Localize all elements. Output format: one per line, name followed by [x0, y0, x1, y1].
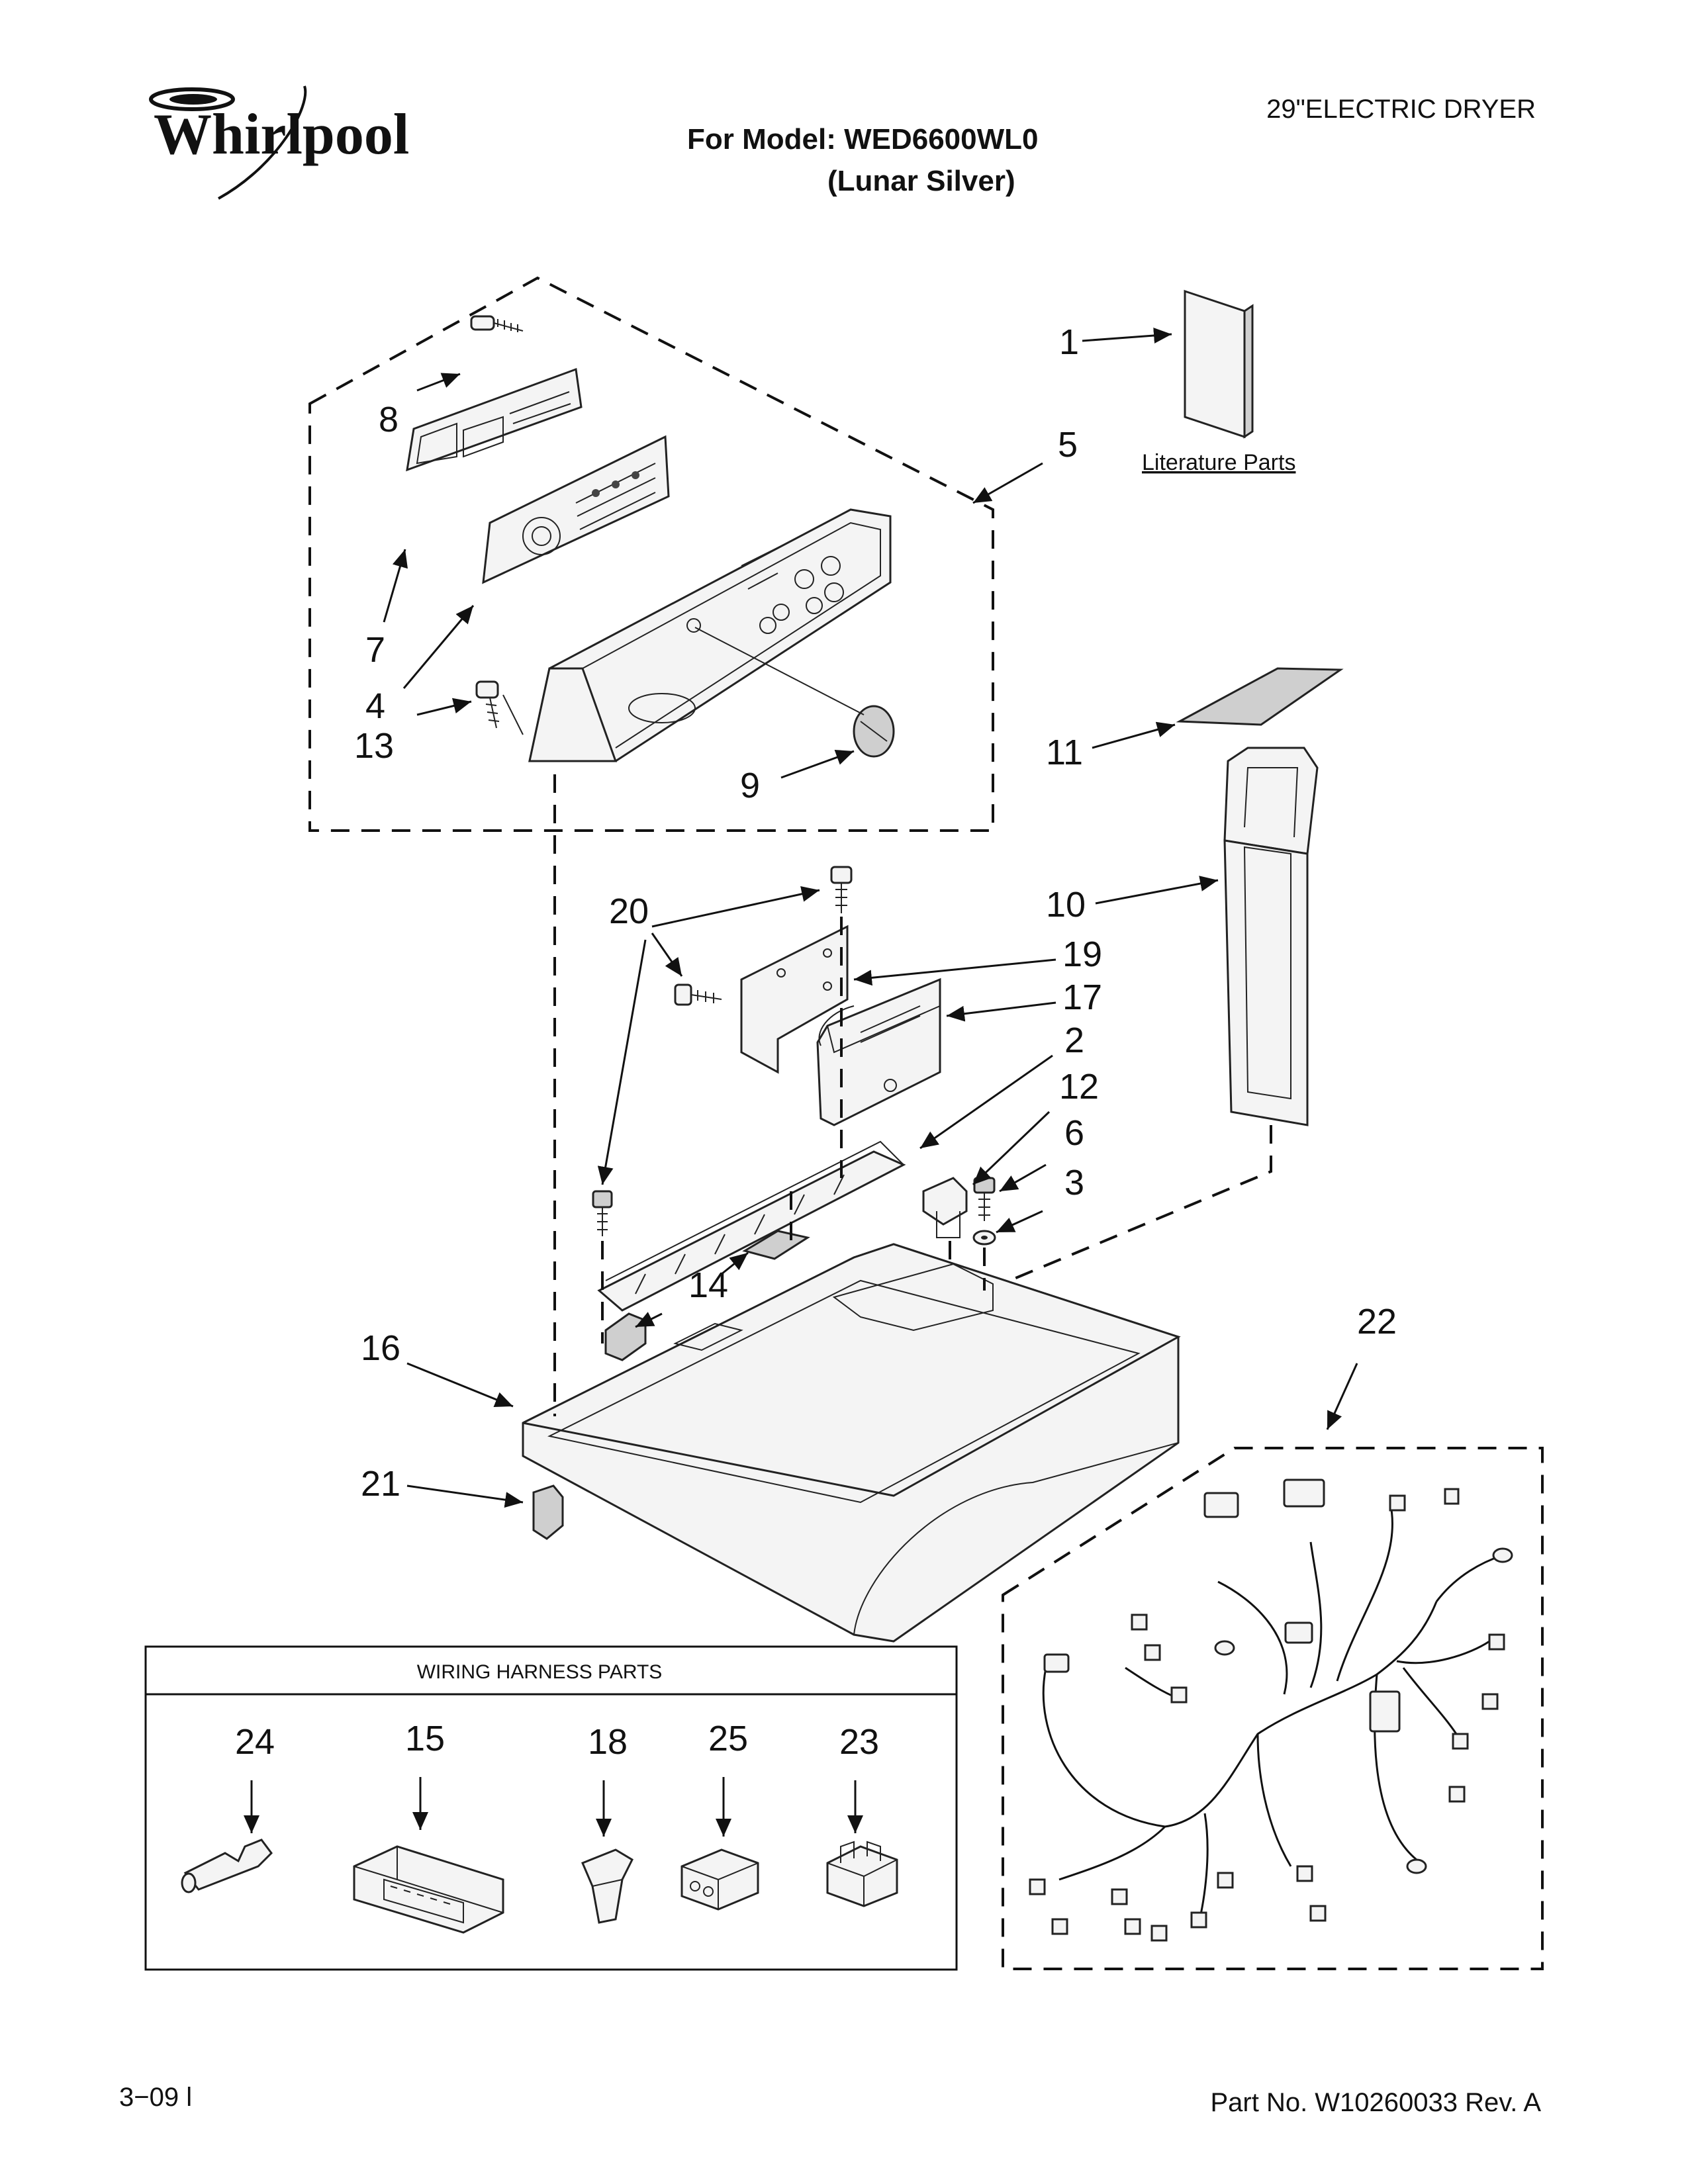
bumper-14-b [604, 1312, 647, 1361]
wiring-harness-22 [1029, 1479, 1513, 1942]
item-label-24: 24 [235, 1722, 275, 1762]
hinge-2 [597, 1140, 906, 1312]
callout-7: 7 [365, 630, 385, 670]
callout-21: 21 [361, 1464, 400, 1504]
callout-10: 10 [1046, 885, 1086, 925]
item-label-25: 25 [708, 1719, 748, 1758]
item-label-23: 23 [839, 1722, 879, 1762]
knob-9 [853, 705, 895, 758]
callout-16: 16 [361, 1328, 400, 1368]
callout-9: 9 [740, 766, 760, 805]
callout-1: 1 [1059, 322, 1079, 362]
whirlpool-logo: Whirlpool [149, 85, 409, 200]
lint-housing-10 [1223, 747, 1319, 1126]
callout-4: 4 [365, 686, 385, 726]
callout-13: 13 [354, 726, 394, 766]
harness-group-outline [1002, 1447, 1544, 1970]
assembly-lines [553, 774, 1272, 1416]
literature-label: Literature Parts [1142, 450, 1295, 475]
callout-2: 2 [1064, 1021, 1084, 1060]
callout-11: 11 [1046, 733, 1083, 772]
screw-6 [973, 1177, 996, 1221]
model-line: For Model: WED6600WL0 [687, 123, 1039, 156]
item-label-15: 15 [405, 1719, 445, 1758]
callout-8: 8 [379, 400, 399, 439]
control-17 [816, 978, 941, 1126]
lint-screen-11 [1176, 667, 1344, 726]
wiring-harness-parts-box [144, 1645, 958, 1971]
callout-17: 17 [1062, 978, 1102, 1017]
top-panel-16 [522, 1243, 1181, 1643]
clip-12 [922, 1177, 968, 1238]
callout-3: 3 [1064, 1163, 1084, 1203]
literature-parts [1184, 289, 1254, 439]
callout-6: 6 [1064, 1113, 1084, 1153]
screw-8 [470, 315, 524, 332]
connector-25 [680, 1848, 759, 1911]
footer-date: 3−09 l [119, 2083, 192, 2112]
callout-19: 19 [1062, 934, 1102, 974]
color-line: (Lunar Silver) [827, 165, 1015, 197]
wiring-box-title: WIRING HARNESS PARTS [417, 1661, 663, 1683]
callout-12: 12 [1059, 1067, 1099, 1107]
connector-23 [826, 1841, 898, 1907]
connector-15 [353, 1845, 504, 1934]
foot-21 [532, 1484, 564, 1540]
control-board-4 [482, 435, 670, 584]
washer-3 [972, 1230, 996, 1246]
ui-housing-7 [406, 367, 583, 472]
product-title: 29"ELECTRIC DRYER [1266, 95, 1536, 124]
screw-13 [475, 680, 500, 729]
footer-part-number: Part No. W10260033 Rev. A [1210, 2088, 1541, 2117]
item-label-18: 18 [588, 1722, 628, 1762]
bracket-19 [740, 925, 849, 1074]
terminal-24 [181, 1839, 273, 1893]
item-arrows [244, 1777, 863, 1837]
control-panel-group-outline [308, 276, 994, 832]
screw-20-top [830, 866, 853, 913]
callout-arrows [383, 328, 1358, 1508]
callout-22: 22 [1357, 1302, 1397, 1342]
screw-20-bottom [592, 1190, 613, 1236]
callout-20: 20 [609, 891, 649, 931]
callout-14: 14 [688, 1265, 728, 1305]
callout-5: 5 [1058, 425, 1078, 465]
clip-18 [581, 1848, 633, 1924]
brand-name: Whirlpool [154, 103, 409, 167]
screw-20-left [674, 983, 722, 1006]
